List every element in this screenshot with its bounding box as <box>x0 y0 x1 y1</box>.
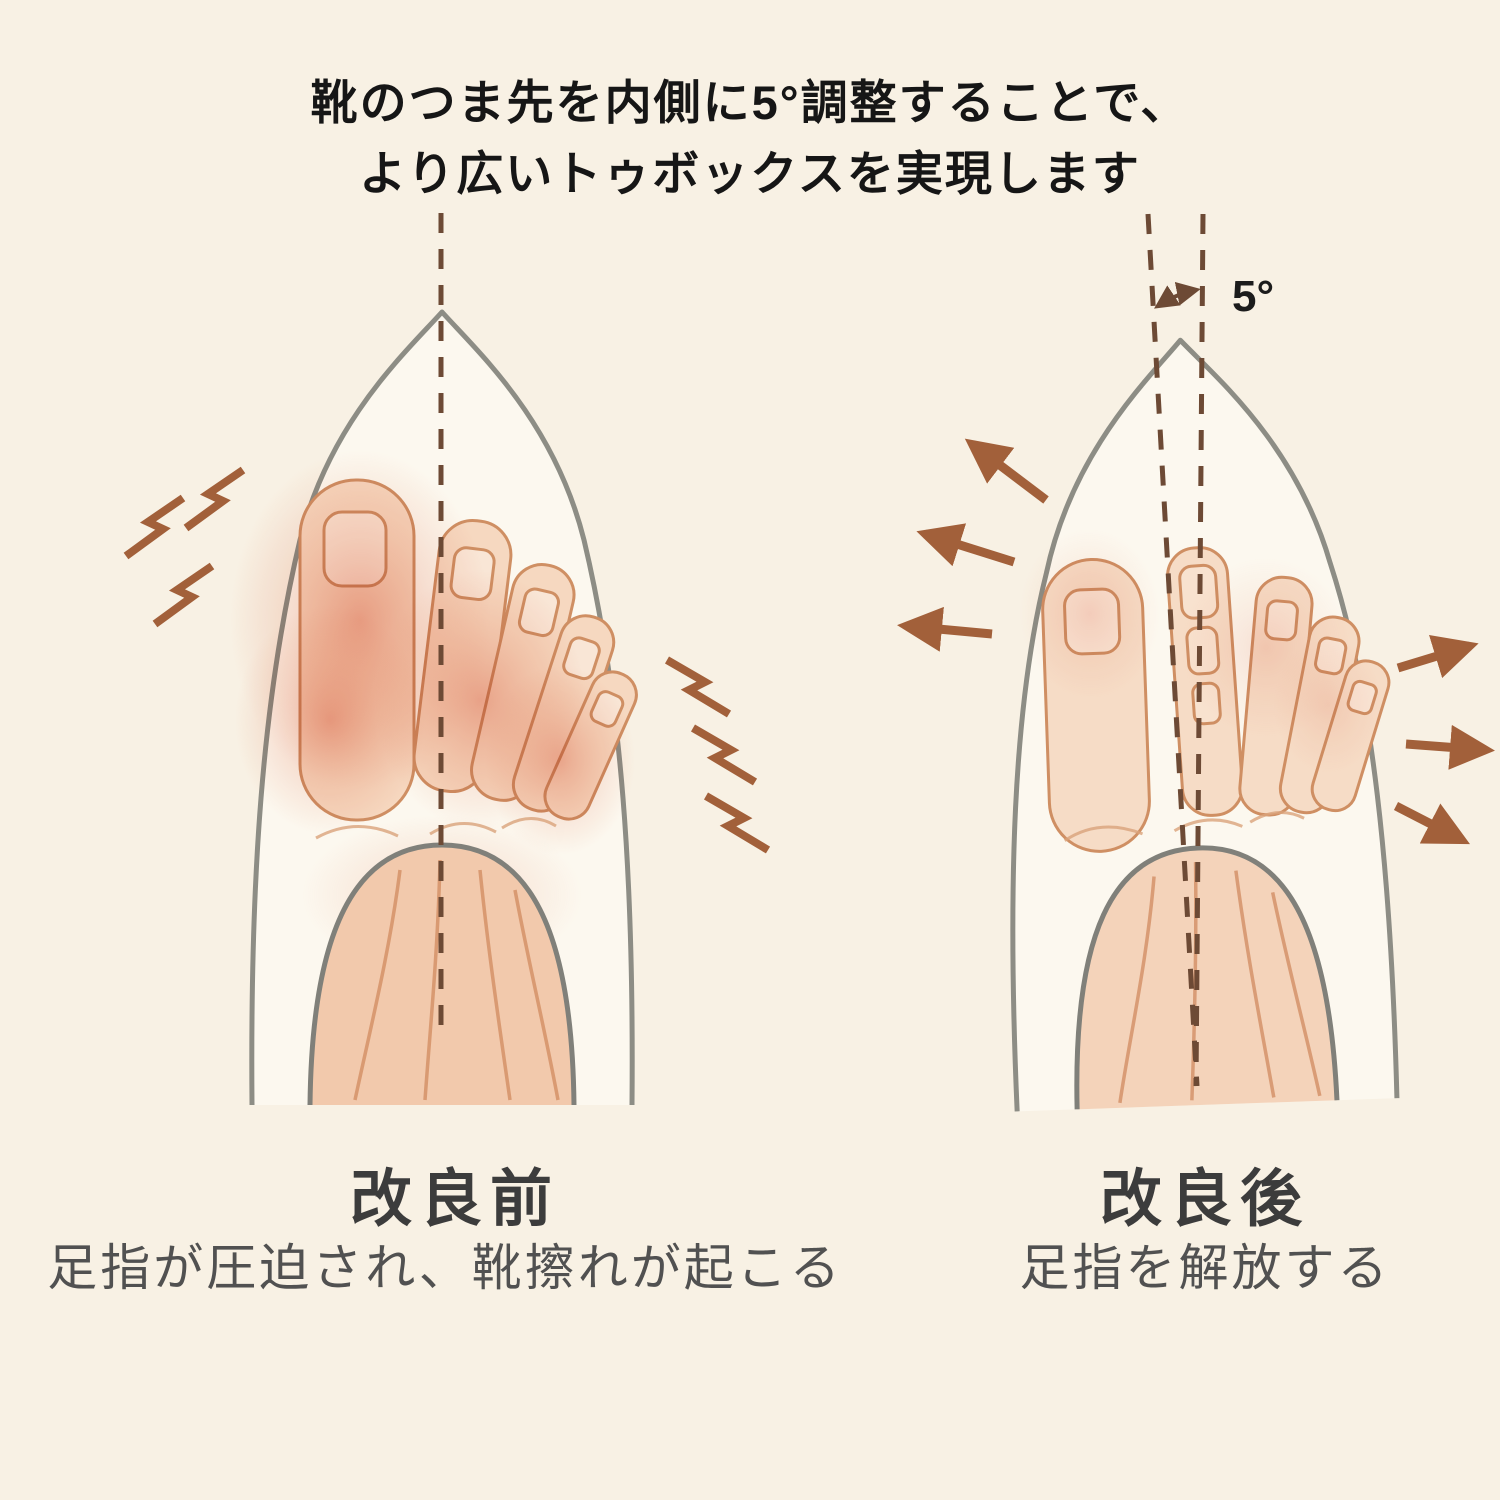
release-arrow <box>916 523 1016 567</box>
friction-zigzag <box>664 656 732 718</box>
before-knuckle-lines <box>315 817 557 840</box>
title-line1: 靴のつま先を内側に5°調整することで、 <box>310 76 1190 129</box>
after-release-arrows <box>897 438 1495 845</box>
release-arrow <box>964 438 1049 504</box>
after-label: 改良後 <box>1099 1165 1310 1234</box>
after-figure <box>897 213 1495 1112</box>
before-label: 改良前 <box>349 1165 560 1234</box>
release-arrow <box>1396 635 1479 679</box>
after-shoe-opening <box>1074 845 1340 1110</box>
after-description: 足指を解放する <box>1019 1240 1391 1296</box>
release-arrow <box>1405 724 1495 770</box>
after-shoe-group <box>1010 337 1400 1112</box>
before-foot-tendons <box>353 859 560 1101</box>
page-title: 靴のつま先を内側に5°調整することで、 より広いトゥボックスを実現します <box>0 68 1500 209</box>
after-original-dashed-line <box>1193 213 1206 1087</box>
before-description: 足指が圧迫され、靴擦れが起こる <box>47 1240 843 1296</box>
after-adjusted-dashed-line <box>1145 213 1200 1087</box>
friction-zigzag <box>123 494 186 560</box>
friction-zigzag <box>690 724 758 786</box>
after-pressure-glow <box>1019 528 1384 774</box>
friction-zigzag <box>152 562 215 628</box>
before-friction-marks <box>123 466 771 854</box>
release-arrow <box>897 606 993 652</box>
title-line2: より広いトゥボックスを実現します <box>359 146 1141 200</box>
release-arrow <box>1393 801 1471 845</box>
angle-value: 5° <box>1232 272 1275 321</box>
angle-arc <box>1154 282 1201 309</box>
before-figure <box>123 213 771 1106</box>
friction-zigzag <box>703 792 771 854</box>
friction-zigzag <box>183 466 246 532</box>
